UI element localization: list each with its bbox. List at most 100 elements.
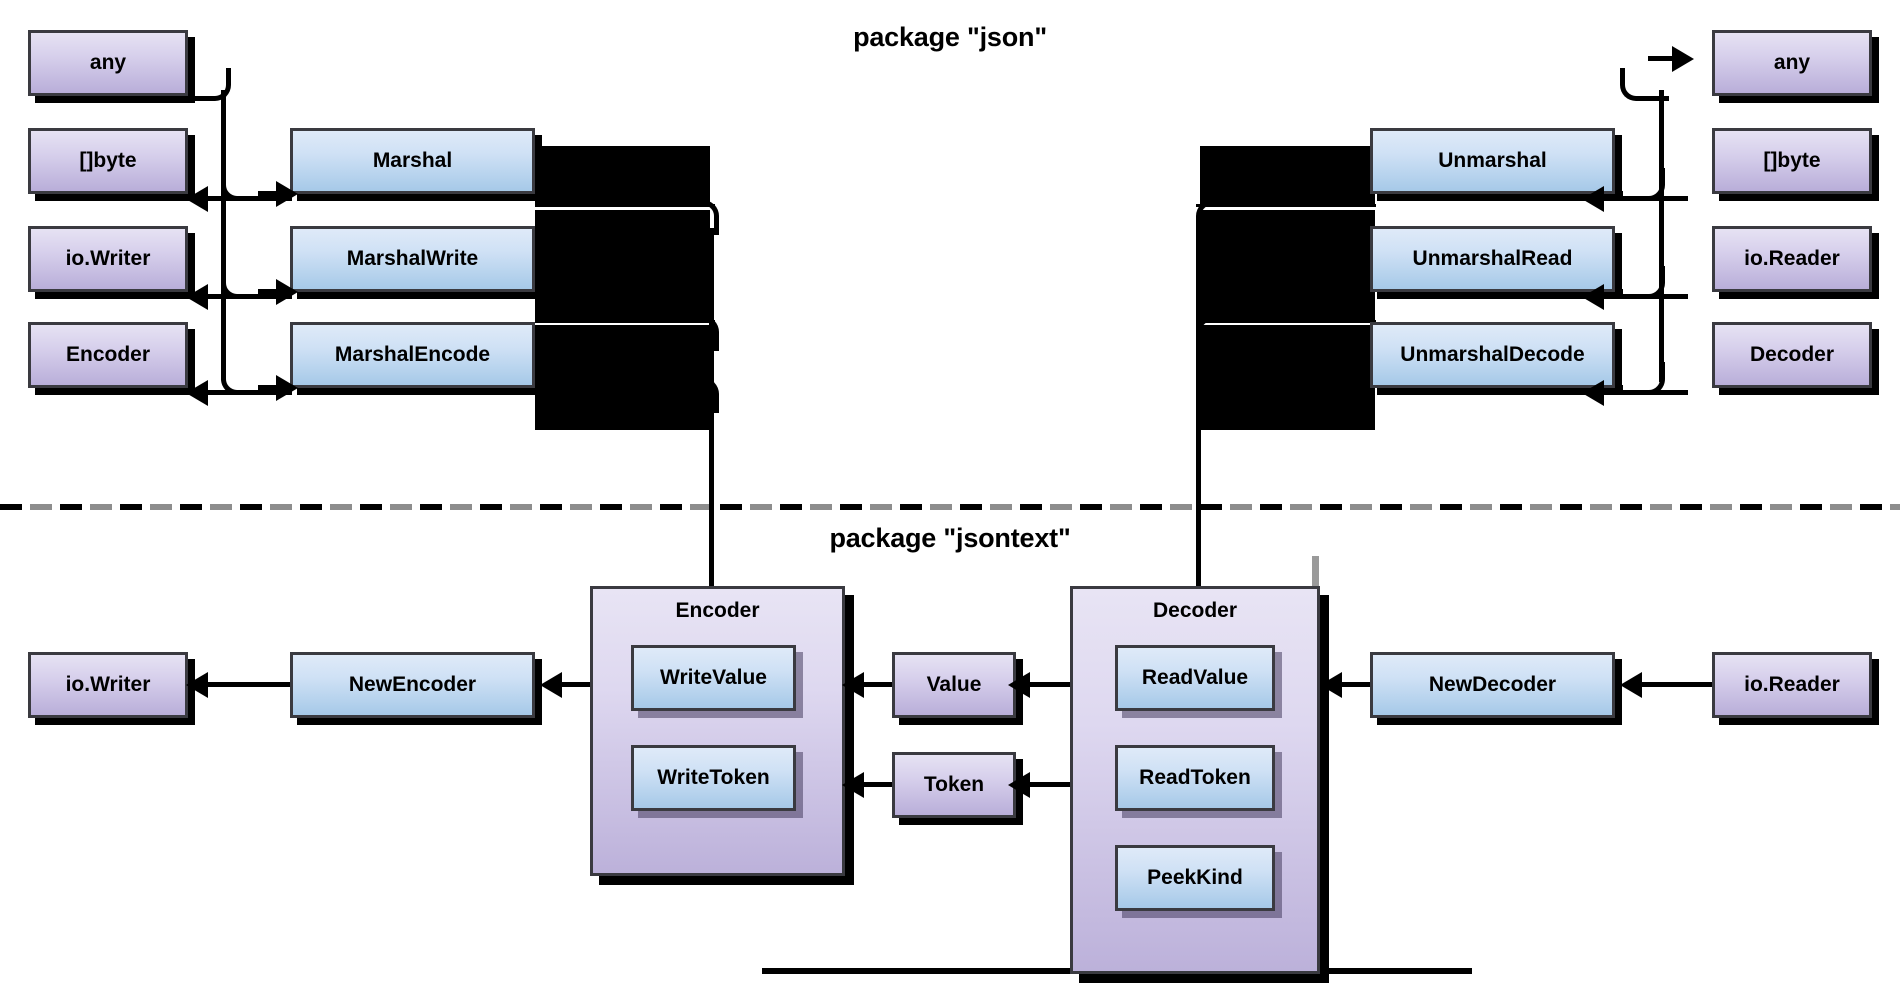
unmarshal-bundle-hair-1 (1196, 204, 1376, 207)
marshal-elbow-2 (650, 316, 719, 351)
decoder-group-title: Decoder (1152, 599, 1238, 622)
func-box-newdecoder[interactable]: NewDecoder (1370, 652, 1615, 718)
arrow-readtoken-token (1008, 772, 1030, 798)
node-label: ReadToken (1139, 766, 1251, 789)
marshal-return-line (206, 196, 292, 201)
method-box-readvalue[interactable]: ReadValue (1115, 645, 1275, 711)
unmarshal-decode-in (1250, 378, 1380, 383)
ioreader-to-newdecoder-line (1640, 682, 1730, 687)
marshal-bundle-2 (535, 210, 710, 320)
arrow-any-marshalencode (276, 375, 298, 401)
type-box-bytes-right[interactable]: []byte (1712, 128, 1872, 194)
type-box-iowriter-bottom[interactable]: io.Writer (28, 652, 188, 718)
arrow-reader-unmarshalread (1582, 284, 1604, 310)
func-box-unmarshalread[interactable]: UnmarshalRead (1370, 226, 1615, 292)
decoder-group[interactable]: Decoder ReadValue ReadToken PeekKind (1070, 586, 1320, 974)
node-label: []byte (79, 149, 137, 172)
arrow-any-marshal (276, 181, 298, 207)
type-box-ioreader-right[interactable]: io.Reader (1712, 226, 1872, 292)
any-to-marshal (258, 191, 282, 196)
arrow-any-marshalwrite (276, 279, 298, 305)
any-out-elbow (190, 68, 231, 101)
reader-to-unmarshalread (1602, 294, 1688, 299)
marshal-bundle-hair-1 (535, 204, 715, 207)
unmarshal-elbow-3 (1196, 378, 1265, 413)
marshalencode-return-line (206, 390, 292, 395)
arrow-to-any-right (1672, 46, 1694, 72)
encoder-group[interactable]: Encoder WriteValue WriteToken (590, 586, 845, 876)
any-trunk (221, 90, 226, 380)
arrow-newdecoder-decoder (1320, 672, 1342, 698)
func-box-newencoder[interactable]: NewEncoder (290, 652, 535, 718)
marshalwrite-return-line (206, 294, 292, 299)
right-any-elbow (1620, 68, 1669, 101)
node-label: WriteToken (657, 766, 770, 789)
unmarshal-bundle-hair-2 (1196, 320, 1376, 323)
arrow-marshal-bytes (186, 186, 208, 212)
newencoder-to-iowriter-line (206, 682, 302, 687)
right-any-trunk (1659, 90, 1664, 382)
bytes-to-unmarshal (1602, 196, 1688, 201)
marshal-bundle-hair-2 (535, 320, 715, 323)
method-box-readtoken[interactable]: ReadToken (1115, 745, 1275, 811)
type-box-any-left[interactable]: any (28, 30, 188, 96)
node-label: UnmarshalRead (1412, 247, 1573, 270)
node-label: MarshalEncode (334, 343, 491, 366)
unmarshal-bundle-1 (1200, 146, 1375, 204)
func-box-marshalwrite[interactable]: MarshalWrite (290, 226, 535, 292)
func-box-unmarshal[interactable]: Unmarshal (1370, 128, 1615, 194)
marshal-bundle-1 (535, 146, 710, 204)
encoder-group-title: Encoder (675, 599, 760, 622)
arrow-token-writetoken (842, 772, 864, 798)
unmarshal-bundle-3 (1200, 325, 1375, 430)
encoder-to-newencoder-line (560, 682, 612, 687)
method-box-writevalue[interactable]: WriteValue (631, 645, 796, 711)
type-box-bytes-left[interactable]: []byte (28, 128, 188, 194)
arrow-marshalwrite-writer (186, 284, 208, 310)
arrow-readvalue-value (1008, 672, 1030, 698)
node-label: NewEncoder (348, 673, 477, 696)
readtoken-to-token-line (1028, 782, 1094, 787)
decoder-stub (1312, 556, 1319, 591)
node-label: any (89, 51, 127, 74)
to-any-right-line (1648, 56, 1678, 61)
unmarshal-elbow-1 (1196, 200, 1265, 235)
marshal-trunk (709, 228, 714, 588)
node-label: io.Writer (65, 247, 151, 270)
type-box-ioreader-bottom[interactable]: io.Reader (1712, 652, 1872, 718)
node-label: PeekKind (1147, 866, 1243, 889)
arrow-bytes-unmarshal (1582, 186, 1604, 212)
type-box-iowriter-left[interactable]: io.Writer (28, 226, 188, 292)
method-box-peekkind[interactable]: PeekKind (1115, 845, 1275, 911)
arrow-marshalencode-encoder (186, 380, 208, 406)
type-box-decoder-right[interactable]: Decoder (1712, 322, 1872, 388)
type-box-token[interactable]: Token (892, 752, 1016, 818)
func-box-marshalencode[interactable]: MarshalEncode (290, 322, 535, 388)
node-label: any (1773, 51, 1811, 74)
type-box-value[interactable]: Value (892, 652, 1016, 718)
func-box-marshal[interactable]: Marshal (290, 128, 535, 194)
arrow-value-writevalue (842, 672, 864, 698)
node-label: WriteValue (660, 666, 767, 689)
func-box-unmarshaldecode[interactable]: UnmarshalDecode (1370, 322, 1615, 388)
marshal-elbow-1 (650, 200, 719, 235)
type-box-encoder-left[interactable]: Encoder (28, 322, 188, 388)
arrow-newencoder-iowriter (186, 672, 208, 698)
node-label: []byte (1763, 149, 1821, 172)
node-label: ReadValue (1141, 666, 1249, 689)
any-to-marshalwrite (258, 289, 282, 294)
type-box-any-right[interactable]: any (1712, 30, 1872, 96)
node-label: NewDecoder (1428, 673, 1557, 696)
unmarshal-bundle-2 (1200, 210, 1375, 320)
unmarshal-trunk (1196, 228, 1201, 588)
node-label: io.Reader (1744, 673, 1840, 696)
package-json-title: package "json" (853, 22, 1047, 52)
node-label: io.Writer (65, 673, 151, 696)
node-label: Decoder (1749, 343, 1835, 366)
method-box-writetoken[interactable]: WriteToken (631, 745, 796, 811)
node-label: io.Reader (1744, 247, 1840, 270)
package-jsontext-title: package "jsontext" (829, 523, 1071, 553)
node-label: UnmarshalDecode (1400, 343, 1585, 366)
node-label: MarshalWrite (346, 247, 479, 270)
arrow-ioreader-newdecoder (1620, 672, 1642, 698)
